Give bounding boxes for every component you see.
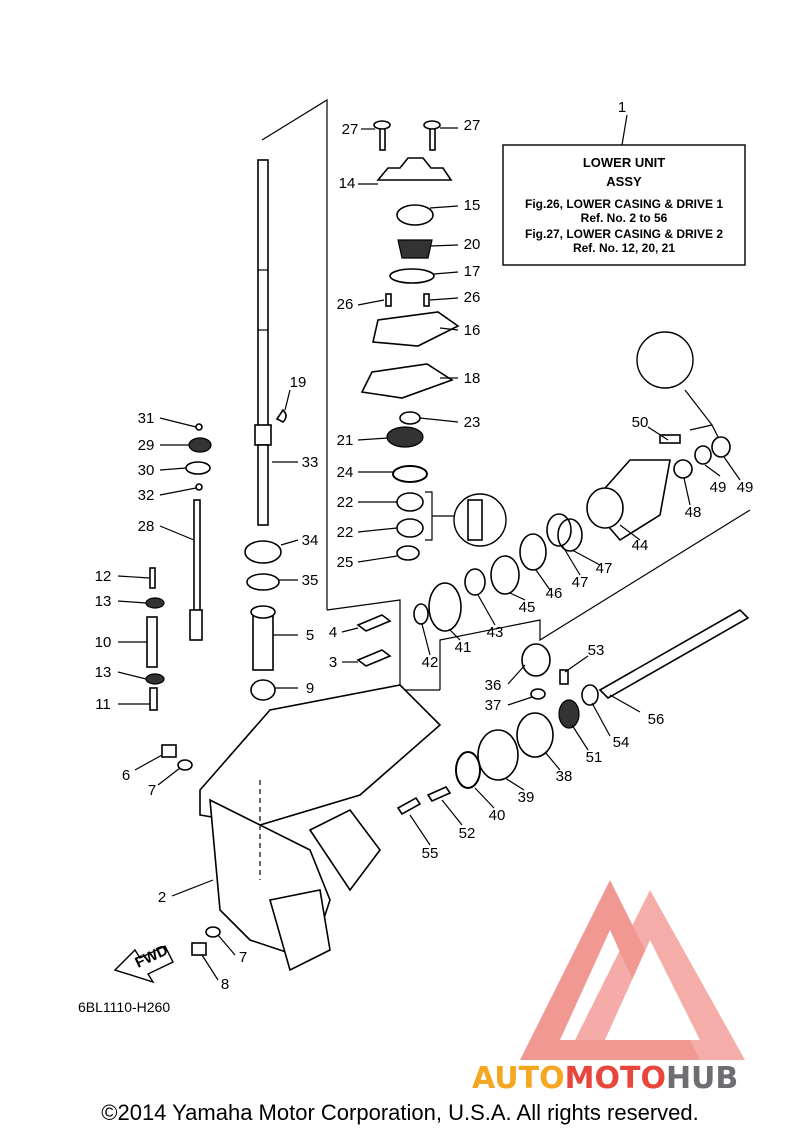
box-title-line1: LOWER UNIT — [583, 155, 665, 170]
callout-18: 18 — [464, 370, 481, 387]
callout-46: 46 — [546, 585, 563, 602]
drive-shaft-group-outline — [261, 98, 328, 610]
callout-47: 47 — [572, 574, 589, 591]
callout-5: 5 — [306, 627, 314, 644]
callout-53: 53 — [588, 642, 605, 659]
callout-41: 41 — [455, 639, 472, 656]
callout-26: 26 — [464, 289, 481, 306]
callout-52: 52 — [459, 825, 476, 842]
callout-51: 51 — [586, 749, 603, 766]
callout-7: 7 — [239, 949, 247, 966]
callout-40: 40 — [489, 807, 506, 824]
lower-casing — [199, 684, 442, 972]
callout-27: 27 — [342, 121, 359, 138]
callout-10: 10 — [95, 634, 112, 651]
callout-21: 21 — [337, 432, 354, 449]
callout-6: 6 — [122, 767, 130, 784]
propeller-shaft-parts — [396, 331, 750, 816]
callout-14: 14 — [339, 175, 356, 192]
callout-12: 12 — [95, 568, 112, 585]
callout-55: 55 — [422, 845, 439, 862]
callout-33: 33 — [302, 454, 319, 471]
callout-1: 1 — [618, 99, 626, 116]
callout-7: 7 — [148, 782, 156, 799]
callout-13: 13 — [95, 664, 112, 681]
callout-4: 4 — [329, 624, 337, 641]
callout-44: 44 — [632, 537, 649, 554]
callout-49: 49 — [737, 479, 754, 496]
lower-unit-info-box: 1 LOWER UNIT ASSY Fig.26, LOWER CASING &… — [502, 99, 746, 266]
callout-15: 15 — [464, 197, 481, 214]
box-title-line2: ASSY — [606, 174, 642, 189]
water-pump-parts — [360, 120, 460, 561]
plate-3 — [356, 649, 392, 667]
shift-rod-parts — [145, 423, 212, 711]
callout-39: 39 — [518, 789, 535, 806]
callout-3: 3 — [329, 654, 337, 671]
automotohub-logo — [520, 880, 745, 1060]
box-fig26-ref: Ref. No. 2 to 56 — [581, 211, 668, 225]
callout-8: 8 — [221, 976, 229, 993]
callout-43: 43 — [487, 624, 504, 641]
callout-28: 28 — [138, 518, 155, 535]
callout-47: 47 — [596, 560, 613, 577]
box-fig27: Fig.27, LOWER CASING & DRIVE 2 — [525, 227, 723, 241]
propeller-shaft-group-outline — [439, 509, 751, 690]
callout-22: 22 — [337, 524, 354, 541]
woodruff-key — [275, 408, 287, 423]
callout-36: 36 — [485, 677, 502, 694]
watermark-hub: HUB — [666, 1061, 738, 1096]
callout-30: 30 — [138, 462, 155, 479]
watermark-moto: MOTO — [565, 1061, 666, 1096]
callout-23: 23 — [464, 414, 481, 431]
callout-34: 34 — [302, 532, 319, 549]
callout-2: 2 — [158, 889, 166, 906]
callout-48: 48 — [685, 504, 702, 521]
exploded-parts-diagram: 1 LOWER UNIT ASSY Fig.26, LOWER CASING &… — [78, 98, 754, 1096]
callout-32: 32 — [138, 487, 155, 504]
callout-42: 42 — [422, 654, 439, 671]
watermark-auto: AUTO — [472, 1061, 565, 1096]
callout-45: 45 — [519, 599, 536, 616]
callout-56: 56 — [648, 711, 665, 728]
callout-37: 37 — [485, 697, 502, 714]
fwd-arrow-icon — [113, 945, 174, 984]
callout-24: 24 — [337, 464, 354, 481]
callout-19: 19 — [290, 374, 307, 391]
box-fig27-ref: Ref. No. 12, 20, 21 — [573, 241, 675, 255]
callout-26: 26 — [337, 296, 354, 313]
plate-4 — [356, 614, 392, 632]
callout-49: 49 — [710, 479, 727, 496]
callout-11: 11 — [95, 696, 111, 713]
callout-31: 31 — [138, 410, 155, 427]
diagram-code: 6BL1110-H260 — [78, 999, 170, 1015]
callout-50: 50 — [632, 414, 649, 431]
leader-lines — [117, 127, 741, 981]
box-fig26: Fig.26, LOWER CASING & DRIVE 1 — [525, 197, 723, 211]
callout-25: 25 — [337, 554, 354, 571]
callout-17: 17 — [464, 263, 481, 280]
callout-22: 22 — [337, 494, 354, 511]
callout-29: 29 — [138, 437, 155, 454]
callout-13: 13 — [95, 593, 112, 610]
drive-shaft — [254, 159, 272, 526]
sleeves — [244, 540, 282, 701]
copyright-notice: ©2014 Yamaha Motor Corporation, U.S.A. A… — [101, 1100, 699, 1125]
callout-20: 20 — [464, 236, 481, 253]
watermark-text: AUTOMOTOHUB — [472, 1061, 738, 1096]
callout-27: 27 — [464, 117, 481, 134]
lower-group-outline — [326, 599, 440, 691]
callout-38: 38 — [556, 768, 573, 785]
callout-9: 9 — [306, 680, 314, 697]
callout-16: 16 — [464, 322, 481, 339]
callout-35: 35 — [302, 572, 319, 589]
callout-54: 54 — [613, 734, 630, 751]
